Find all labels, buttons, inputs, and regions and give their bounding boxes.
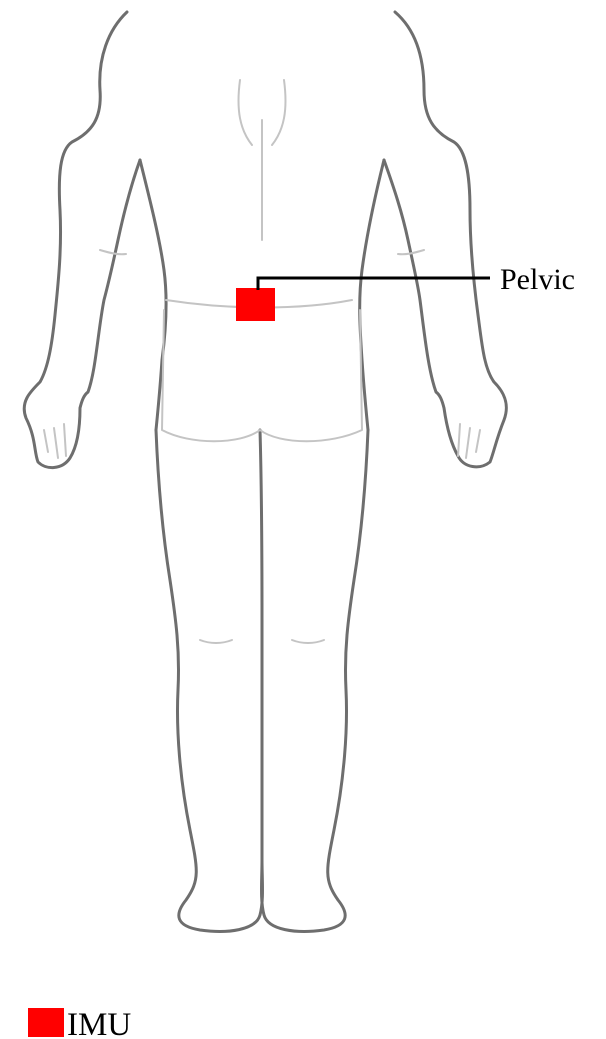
leader-line	[258, 278, 490, 290]
fingers-left	[44, 424, 66, 458]
pelvic-imu-marker	[236, 288, 275, 321]
right-leg-outline	[262, 430, 369, 931]
legend-label: IMU	[67, 1007, 131, 1039]
pelvic-label: Pelvic	[500, 263, 575, 296]
human-figure	[24, 12, 506, 931]
left-leg-outline	[156, 430, 263, 931]
shorts-outline	[162, 310, 362, 441]
left-arm-outline	[24, 12, 140, 468]
knee-right	[292, 640, 324, 643]
fingers-right	[458, 424, 480, 458]
elbow-left	[100, 250, 126, 254]
legend: IMU	[28, 1007, 131, 1039]
knee-left	[200, 640, 232, 643]
right-arm-outline	[384, 12, 506, 467]
legend-swatch	[28, 1008, 64, 1037]
